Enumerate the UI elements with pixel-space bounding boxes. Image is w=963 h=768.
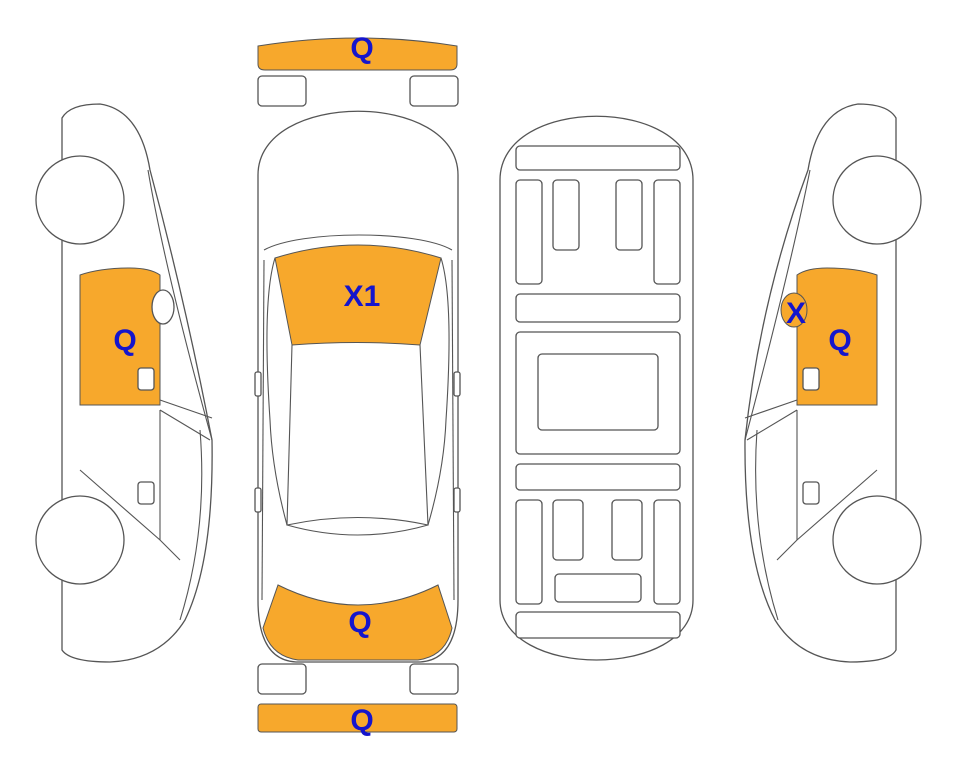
underbody-rear-bar: [515, 611, 681, 639]
left-taillight: [257, 663, 307, 695]
mark-front-bumper: Q: [350, 32, 373, 65]
underbody-rear-right-rail: [653, 499, 681, 605]
mark-windshield: X1: [344, 280, 381, 313]
mark-right-mirror: X: [786, 297, 806, 330]
right-rear-door-handle: [802, 481, 820, 505]
right-front-wheel: [832, 155, 922, 245]
right-headlight: [409, 75, 459, 107]
rear-window-panel[interactable]: [262, 584, 453, 661]
underbody-front-right-rail: [653, 179, 681, 285]
underbody-front-left-rail: [515, 179, 543, 285]
left-rear-handle-top: [254, 487, 262, 513]
right-a-pillar: [427, 257, 450, 526]
left-side-view: Q: [35, 103, 213, 663]
trunk-line: [286, 524, 429, 536]
right-front-door-handle: [802, 367, 820, 391]
right-b-pillar: [744, 399, 798, 419]
right-rear-wheel: [832, 495, 922, 585]
right-taillight: [409, 663, 459, 695]
right-sill-line: [755, 429, 779, 621]
mark-rear-bumper: Q: [350, 704, 373, 737]
underbody-view: [499, 115, 694, 661]
left-front-wheel: [35, 155, 125, 245]
left-rear-window: [159, 409, 211, 441]
mark-left-door: Q: [113, 324, 136, 357]
underbody-front-bar: [515, 145, 681, 171]
hood-line: [263, 234, 453, 251]
underbody-rear-right-part: [611, 499, 643, 561]
right-side-mirror[interactable]: [780, 292, 808, 328]
underbody-front-right-part: [615, 179, 643, 251]
left-rear-wheel: [35, 495, 125, 585]
underbody-center-panel: [537, 353, 659, 431]
left-body-line: [261, 259, 265, 601]
left-side-mirror: [151, 289, 175, 325]
right-rear-window: [746, 409, 798, 441]
mark-right-door: Q: [828, 324, 851, 357]
right-mirror-top: [453, 371, 461, 397]
right-rear-handle-top: [453, 487, 461, 513]
rear-bumper-panel[interactable]: [257, 703, 458, 733]
underbody-rear-left-rail: [515, 499, 543, 605]
right-body-line: [451, 259, 455, 601]
front-bumper-panel[interactable]: [257, 37, 458, 71]
left-sill-line: [179, 429, 203, 621]
left-b-pillar: [159, 399, 213, 419]
top-view: Q X1 Q Q: [254, 32, 461, 737]
roof-outline: [286, 344, 429, 526]
underbody-rear-center-part: [554, 573, 642, 603]
right-window-line: [744, 169, 811, 441]
left-front-door-handle: [137, 367, 155, 391]
underbody-front-left-part: [552, 179, 580, 251]
left-a-pillar: [266, 257, 288, 526]
underbody-crossmember-rear: [515, 463, 681, 491]
car-body-top: [257, 110, 459, 663]
underbody-crossmember-front: [515, 293, 681, 323]
left-mirror-top: [254, 371, 262, 397]
left-rear-door-handle: [137, 481, 155, 505]
mark-rear-window: Q: [348, 606, 371, 639]
underbody-rear-left-part: [552, 499, 584, 561]
left-window-line: [147, 169, 213, 441]
right-side-view: X Q: [744, 103, 922, 663]
left-headlight: [257, 75, 307, 107]
